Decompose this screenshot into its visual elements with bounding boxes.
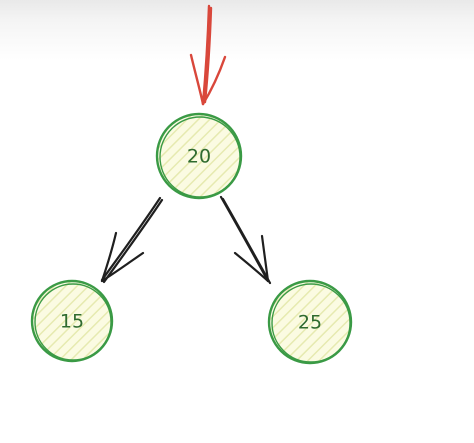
node-label-right: 25 [298, 312, 322, 334]
node-label-root: 20 [187, 146, 211, 168]
tree-node-right: 25 [267, 279, 353, 365]
tree-node-root: 20 [155, 112, 243, 200]
edge-root-to-left [100, 196, 164, 284]
root-pointer-arrow [189, 4, 227, 106]
node-label-left: 15 [60, 311, 84, 333]
edge-root-to-right [219, 195, 272, 285]
tree-node-left: 15 [30, 279, 114, 363]
